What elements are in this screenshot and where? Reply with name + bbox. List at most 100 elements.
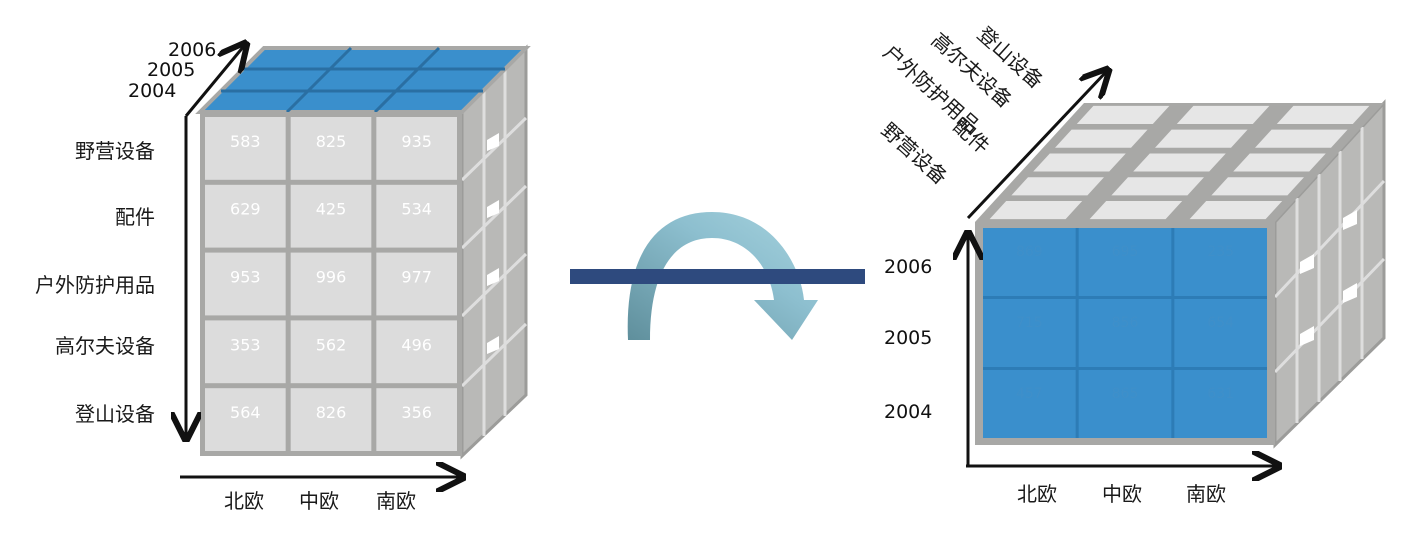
- right-cell-value: 695: [1112, 244, 1139, 260]
- left-depth-axis: [184, 46, 244, 117]
- left-cube-top-grid: [221, 46, 505, 114]
- left-cell: [376, 320, 457, 384]
- right-category-labels: 登山设备 高尔夫设备 户外防护用品 配件 野营设备: [877, 22, 1049, 189]
- right-cube-top-cells: [989, 105, 1370, 220]
- right-cell: [1174, 370, 1267, 438]
- right-cell-value: 869: [1016, 244, 1043, 260]
- rotate-symbol: [570, 212, 865, 340]
- left-axes: [180, 46, 460, 477]
- left-cell-value: 356: [401, 403, 432, 422]
- right-year-2004: 2004: [884, 401, 932, 423]
- left-region-south: 南欧: [376, 489, 416, 513]
- left-cell: [290, 320, 372, 384]
- left-category-camping: 野营设备: [75, 139, 155, 163]
- left-category-accessories: 配件: [115, 205, 155, 229]
- left-cube-side: [460, 44, 528, 460]
- right-cell-value: 631: [1207, 386, 1234, 402]
- right-cell-value: 654: [1207, 315, 1234, 331]
- left-category-climbing: 登山设备: [75, 402, 155, 426]
- left-cell: [290, 252, 372, 316]
- right-region-north: 北欧: [1017, 482, 1057, 506]
- right-top-cell: [1176, 105, 1270, 124]
- left-cell-value: 534: [401, 200, 432, 219]
- left-cell: [290, 388, 372, 451]
- right-top-cell: [1055, 129, 1148, 148]
- right-cell-value: 856: [1112, 315, 1139, 331]
- right-cell: [1078, 299, 1172, 367]
- left-cell-value: 977: [401, 268, 432, 287]
- left-category-outdoor-protection: 户外防护用品: [35, 273, 155, 297]
- right-region-south: 南欧: [1186, 482, 1226, 506]
- right-cell: [1078, 228, 1172, 296]
- right-cell-value: 865: [1112, 386, 1139, 402]
- right-cube-side-grid: [1273, 127, 1386, 423]
- left-cell-value: 953: [230, 268, 261, 287]
- left-cell-value: 996: [316, 268, 347, 287]
- right-top-cell: [1155, 129, 1248, 148]
- left-cube: 583 825 935 629 425 534 953 996 977 353 562 496 564 8…: [195, 44, 531, 460]
- left-region-north: 北欧: [224, 489, 264, 513]
- left-cell-value: 935: [401, 132, 432, 151]
- left-year-2006: 2006: [168, 39, 216, 61]
- left-cell: [376, 252, 457, 316]
- right-cube-side-notches: [1300, 210, 1357, 346]
- left-region-central: 中欧: [299, 489, 339, 513]
- right-top-cell: [1255, 129, 1348, 148]
- right-cell: [983, 370, 1076, 438]
- right-cell: [983, 228, 1076, 296]
- right-cell-value: 457: [1016, 386, 1043, 402]
- right-cell: [1174, 299, 1267, 367]
- right-region-central: 中欧: [1102, 482, 1142, 506]
- left-cell-value: 353: [230, 335, 261, 354]
- left-cell-value: 562: [316, 335, 347, 354]
- left-year-2004: 2004: [128, 80, 176, 102]
- right-top-cell: [1189, 201, 1283, 220]
- left-cell-value: 825: [316, 132, 347, 151]
- left-cell: [290, 184, 372, 248]
- left-year-2005: 2005: [147, 59, 195, 81]
- rotate-axis-bar: [570, 269, 865, 284]
- left-cell-value: 629: [230, 200, 261, 219]
- right-top-cell: [1233, 153, 1326, 172]
- right-cell: [1078, 370, 1172, 438]
- right-top-cell: [1111, 177, 1204, 196]
- left-category-golf: 高尔夫设备: [55, 334, 155, 358]
- right-top-cell: [1211, 177, 1304, 196]
- left-cube-side-grid: [460, 69, 528, 436]
- left-cell: [376, 184, 457, 248]
- left-cell-value: 564: [230, 403, 261, 422]
- right-top-cell: [1033, 153, 1126, 172]
- right-top-cell: [1089, 201, 1183, 220]
- left-cell: [376, 388, 457, 451]
- left-cell: [205, 252, 286, 316]
- right-depth-axis: [966, 72, 1106, 220]
- rotate-arrow: [627, 212, 818, 340]
- left-cube-cells: 583 825 935 629 425 534 953 996 977 353 562 496 564 8…: [205, 117, 457, 451]
- left-cube-side-notches: [487, 133, 499, 354]
- left-cell: [205, 117, 286, 180]
- right-top-cell: [1133, 153, 1226, 172]
- right-category-camping: 野营设备: [877, 118, 953, 189]
- left-cell: [205, 388, 286, 451]
- right-cell-value: 715: [1016, 315, 1043, 331]
- right-top-cell: [1076, 105, 1170, 124]
- right-cell: [983, 299, 1076, 367]
- left-cell: [290, 117, 372, 180]
- right-top-cell: [1011, 177, 1104, 196]
- right-cell-value: 235: [1207, 244, 1234, 260]
- right-year-2005: 2005: [884, 327, 932, 349]
- left-cell-value: 826: [316, 403, 347, 422]
- left-cell: [376, 117, 457, 180]
- left-cell: [205, 184, 286, 248]
- left-cell-value: 583: [230, 132, 261, 151]
- left-cell-value: 425: [316, 200, 347, 219]
- left-cell-value: 496: [401, 335, 432, 354]
- right-axes: [966, 72, 1276, 466]
- left-cell: [205, 320, 286, 384]
- right-year-2006: 2006: [884, 256, 932, 278]
- right-top-cell: [1276, 105, 1370, 124]
- right-top-cell: [989, 201, 1083, 220]
- right-cell: [1174, 228, 1267, 296]
- right-cube: 869 695 235 715 856 654 457 865 631: [975, 99, 1386, 449]
